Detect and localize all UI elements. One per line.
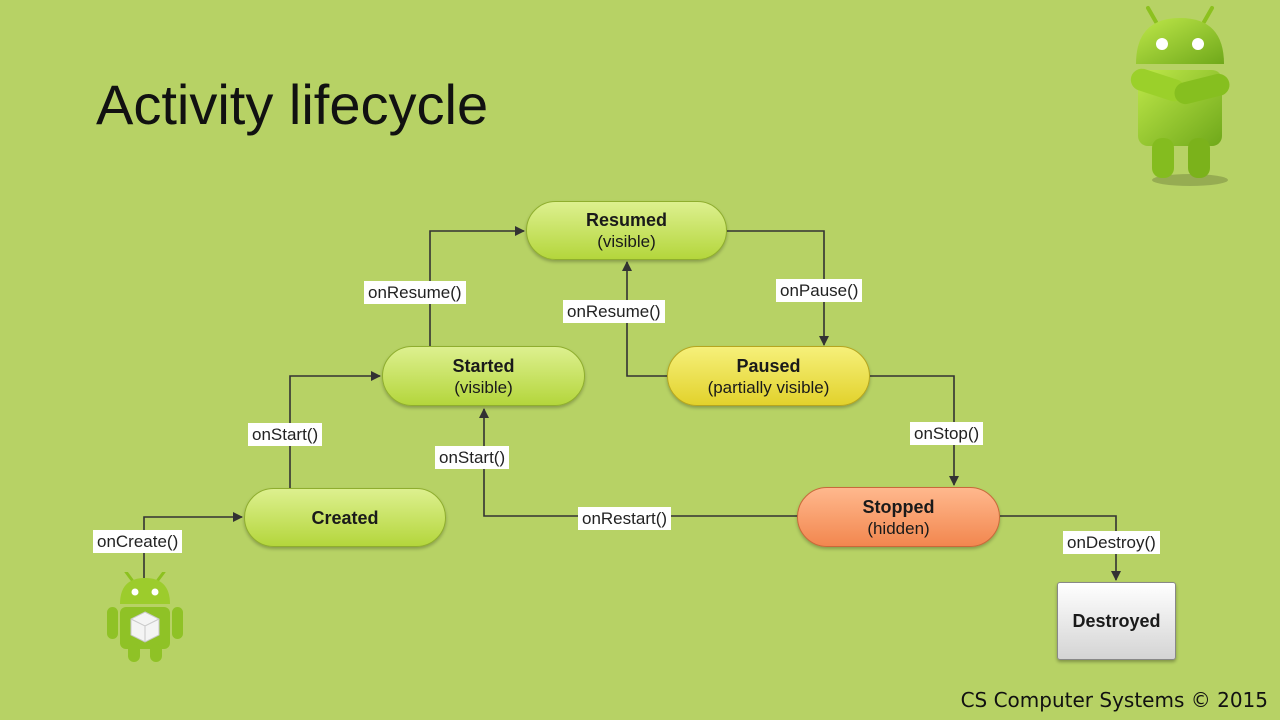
state-destroyed-name: Destroyed [1072,611,1161,631]
label-onstop: onStop() [910,422,984,445]
state-paused: Paused (partially visible) [667,346,870,406]
label-onresume-started: onResume() [364,281,466,304]
state-paused-name: Paused [736,355,801,376]
arrow-oncreate [143,512,243,578]
state-paused-sub: (partially visible) [707,377,830,397]
label-onstart-created: onStart() [248,423,323,446]
state-resumed: Resumed (visible) [526,201,727,260]
arrow-onresume-started [429,226,525,347]
state-stopped: Stopped (hidden) [797,487,1000,547]
slide-title: Activity lifecycle [96,73,489,136]
arrow-onstop [870,375,959,486]
label-onpause: onPause() [776,279,863,302]
arrow-ondestroy [1000,515,1121,581]
state-created-name: Created [311,507,379,528]
label-ondestroy: onDestroy() [1063,531,1160,554]
state-started-name: Started [452,355,515,376]
label-oncreate: onCreate() [93,530,183,553]
state-stopped-name: Stopped [862,496,935,517]
label-onresume-paused: onResume() [563,300,665,323]
label-onrestart: onRestart() [578,507,672,530]
state-started: Started (visible) [382,346,585,406]
android-box-icon [107,572,183,662]
android-arms-crossed-icon [1130,6,1230,186]
footer-copyright: CS Computer Systems © 2015 [960,688,1268,712]
state-stopped-sub: (hidden) [867,518,930,538]
arrow-onstart-created [289,371,381,488]
arrow-onpause [727,230,829,346]
state-started-sub: (visible) [454,377,513,397]
state-resumed-name: Resumed [585,210,668,230]
state-created: Created [244,488,446,547]
state-resumed-sub: (visible) [597,232,656,251]
arrow-onrestart [479,408,798,517]
state-destroyed: Destroyed [1057,582,1176,660]
label-onstart-restart: onStart() [435,446,510,469]
